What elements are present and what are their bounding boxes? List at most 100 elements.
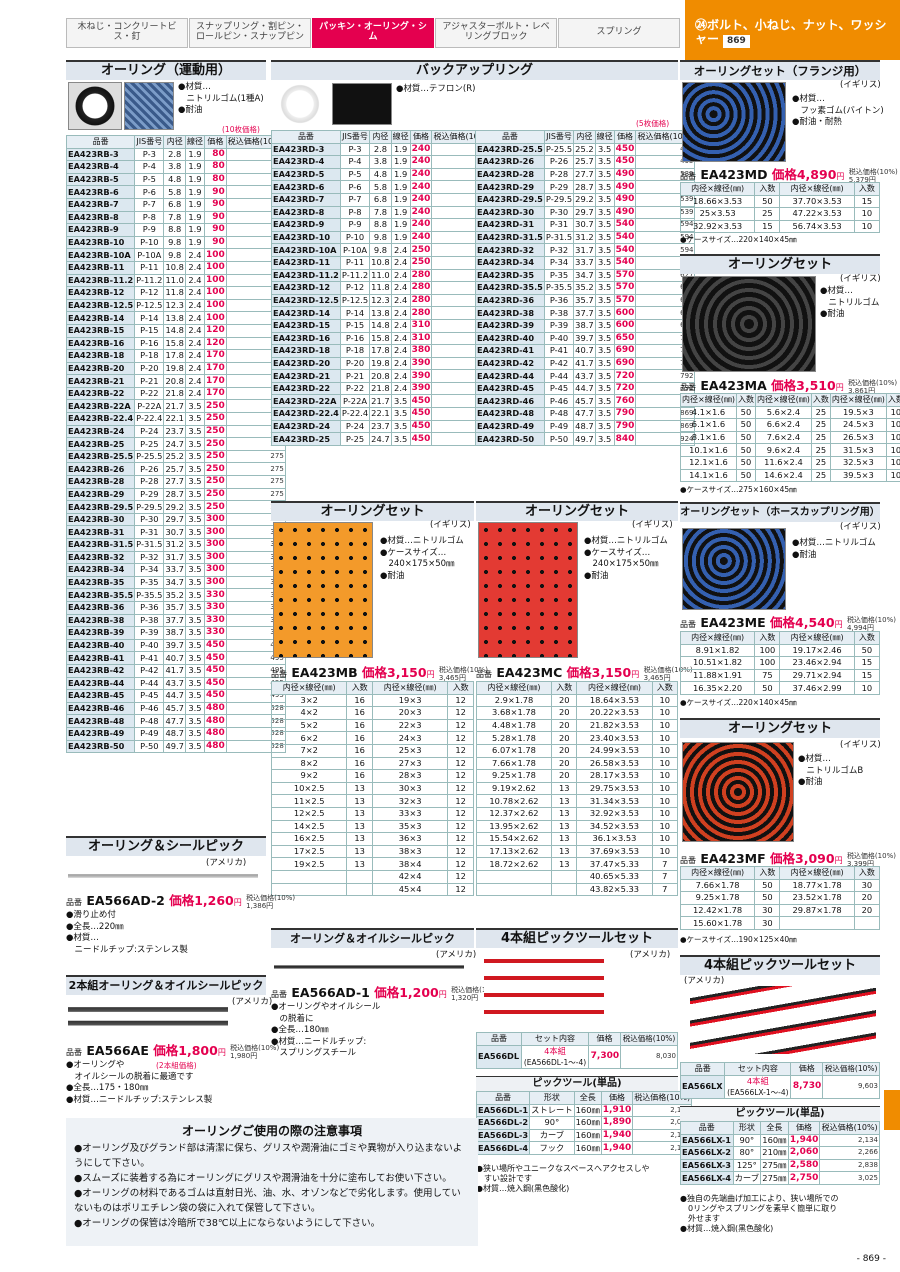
table-cell: P-22A [339,394,371,409]
table-cell: EA566DL-1 [475,1103,531,1118]
table-cell: 275㎜ [760,1158,789,1173]
tab-adjusters[interactable]: アジャスターボルト・レベリングブロック [435,18,557,48]
md-pricebar: 品番 EA423MD 価格4,890円 税込価格(10%)5,379円 [680,167,898,184]
tab-snap-rings[interactable]: スナップリング・割ピン・ロールピン・スナップピン [189,18,311,48]
table-cell: 450 [613,142,637,157]
table-cell: 3.5 [184,613,205,628]
mb-photo [273,522,373,658]
ad2-spec: ●滑り止め付●全長…220㎜●材質… ニードルチップ:ステンレス製 [66,910,188,955]
table-cell: 30.7 [163,525,186,539]
table-cell: P-21 [134,374,165,388]
table-cell: 1,940 [600,1128,634,1143]
table-cell: 13 [551,781,578,796]
table-cell: 3.5 [594,205,615,220]
ad1-pricebar: 品番 EA566AD-1 価格1,200円 税込価格(10%)1,320円 [271,985,501,1002]
table-cell: 280 [409,293,433,308]
table-cell: 43.7 [163,676,186,691]
table-cell: 250 [203,449,227,464]
tab-packings[interactable]: パッキン・オーリング・シム [312,18,434,48]
table-cell: 3.5 [594,407,615,421]
table-cell: EA423RB-3 [65,147,136,162]
table-row: EA423RD-7P-76.81.9240264 [271,192,492,207]
table-cell: EA423RD-45 [475,381,545,396]
column-header: JIS番号 [339,130,371,144]
table-cell: EA423RD-31.5 [475,230,545,245]
table-cell: 10 [651,718,678,733]
column-header: 内径×線径(㎜) [680,393,737,407]
table-cell: 34.7 [163,575,186,590]
column-header: 内径×線径(㎜) [475,681,553,695]
table-cell: EA423RB-41 [65,651,136,665]
table-cell: 100 [754,643,781,658]
table-cell: 480 [203,714,227,728]
table-cell: 25×3 [371,743,449,758]
ae-title: 2本組オーリング＆オイルシールピック [66,975,266,995]
table-cell: P-14 [134,311,165,325]
tab-screws[interactable]: 木ねじ・コンクリートビス・釘 [66,18,188,48]
table-cell: 37.7 [573,306,596,320]
table-cell: P-32 [543,243,575,257]
table-cell: 3.5 [390,407,411,421]
table-cell: 20.8 [163,374,186,388]
table-cell: 2,838 [819,1158,880,1173]
table-cell: 13 [346,819,373,834]
table-cell: 27.7 [163,475,186,489]
table-cell: 2.4 [390,344,411,358]
table-header: 内径×線径(㎜)入数内径×線径(㎜)入数内径×線径(㎜)入数 [680,393,900,407]
table-cell: P-40 [543,331,575,346]
table-cell: 35×3 [371,819,449,834]
table-cell: 32×3 [371,794,449,808]
table-cell: 720 [613,369,637,383]
table-cell: 240 [409,155,433,169]
column-header: 入数 [651,681,678,695]
column-header: 入数 [853,866,881,880]
table-cell: 2.4 [184,311,205,325]
table-cell: 10 [651,743,678,758]
side-index-tab[interactable] [884,1090,900,1130]
table-cell: カーブ [732,1171,762,1185]
table-cell: 240 [409,205,433,220]
table-cell [346,869,373,884]
table-cell: 6.6×2.4 [754,418,812,432]
table-cell: 16 [346,756,373,771]
table-cell: P-8 [134,210,165,225]
table-cell: 50 [735,430,756,445]
table-cell: EA423RD-40 [475,331,545,346]
table-cell: 1,910 [600,1103,634,1118]
column-header: 内径×線径(㎜) [754,393,812,407]
tab-springs[interactable]: スプリング [558,18,680,48]
table-cell: 15.8 [369,331,392,346]
table-cell: 35.7 [573,293,596,308]
table-cell: 2.4 [390,381,411,396]
table-cell: 23.7 [369,419,392,434]
table-cell: P-29 [134,487,165,502]
table-cell: 15.60×1.78 [679,916,756,930]
table-cell: 300 [203,575,227,590]
ad1-title: オーリング＆オイルシールピック [271,928,474,948]
table-cell: 480 [203,726,227,741]
table-cell: 2.4 [390,369,411,383]
table-row: EA423RD-8P-87.81.9240264 [271,205,492,220]
table-cell: 2.4 [390,293,411,308]
table-cell: P-36 [543,293,575,308]
